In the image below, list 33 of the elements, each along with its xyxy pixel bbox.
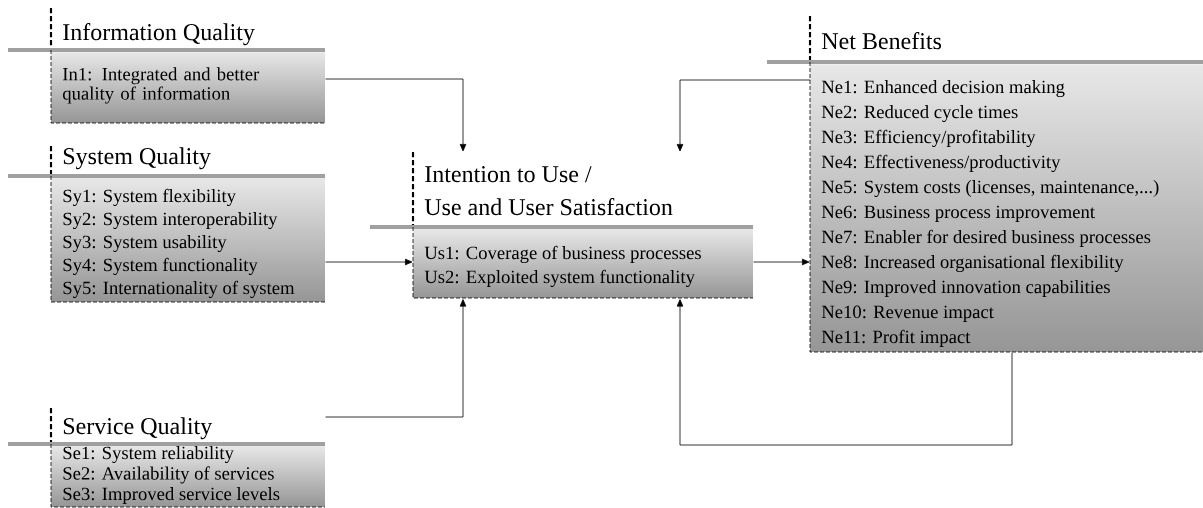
arrow: [676, 299, 1013, 446]
box-heading: Intention to Use /: [425, 166, 592, 183]
node-label: Ne2: Reduced cycle times: [821, 105, 1018, 123]
node-label: Ne8: Increased organisational flexibility: [821, 254, 1124, 273]
node-label: Sy1: System flexibility: [63, 188, 236, 207]
category-box: In1: Integrated and better quality of information: [50, 49, 326, 124]
node-label: Ne6: Business process improvement: [821, 205, 1095, 222]
node-label: Ne7: Enabler for desired business processes: [821, 229, 1151, 247]
node-label: Ne3: Efficiency/profitability: [821, 129, 1036, 148]
node-label: Ne10: Revenue impact: [821, 305, 994, 322]
box-heading: Service Quality: [63, 417, 213, 440]
category-box: Ne1: Enhanced decision making Ne2: Reduced cycle times Ne3: Efficiency/profitability Ne4: Effectiveness/productivity Ne5: System costs (licenses, maintenance,...) Ne6: Business process improvement Ne7: Enabler for desired business processes Ne8: Increased organisational flexibility Ne9: Improved innovation capabilities Ne10: Revenue impact Ne11: Profit impact: [809, 61, 1203, 353]
node-label: Sy5: Internationality of system: [63, 280, 295, 299]
node-label: Sy4: System functionality: [63, 257, 258, 276]
category-box: Us1: Coverage of business processes Us2: Exploited system functionality: [412, 226, 754, 299]
arrow: [676, 79, 811, 152]
node-label: Ne1: Enhanced decision making: [821, 80, 1065, 98]
node-label: Ne9: Improved innovation capabilities: [821, 280, 1110, 297]
node-label: Ne11: Profit impact: [821, 329, 971, 347]
arrow: [325, 299, 467, 418]
box-heading: Use and User Satisfaction: [424, 198, 673, 216]
arrow: [325, 78, 467, 152]
node-label: Ne4: Effectiveness/productivity: [821, 154, 1061, 173]
box-heading: System Quality: [63, 147, 211, 170]
category-box: Se1: System reliability Se2: Availability of services Se3: Improved service levels: [50, 443, 326, 508]
category-box: Sy1: System flexibility Sy2: System interoperability Sy3: System usability Sy4: System functionality Sy5: Internationality of system: [50, 175, 326, 303]
node-label: Ne5: System costs (licenses, maintenance,...): [821, 180, 1159, 198]
box-heading: Net Benefits: [821, 32, 942, 50]
box-heading: Information Quality: [63, 23, 255, 46]
node-label: Sy3: System usability: [63, 235, 227, 253]
node-label: Sy2: System interoperability: [63, 212, 278, 230]
arrow: [753, 258, 810, 266]
arrow: [325, 258, 413, 266]
